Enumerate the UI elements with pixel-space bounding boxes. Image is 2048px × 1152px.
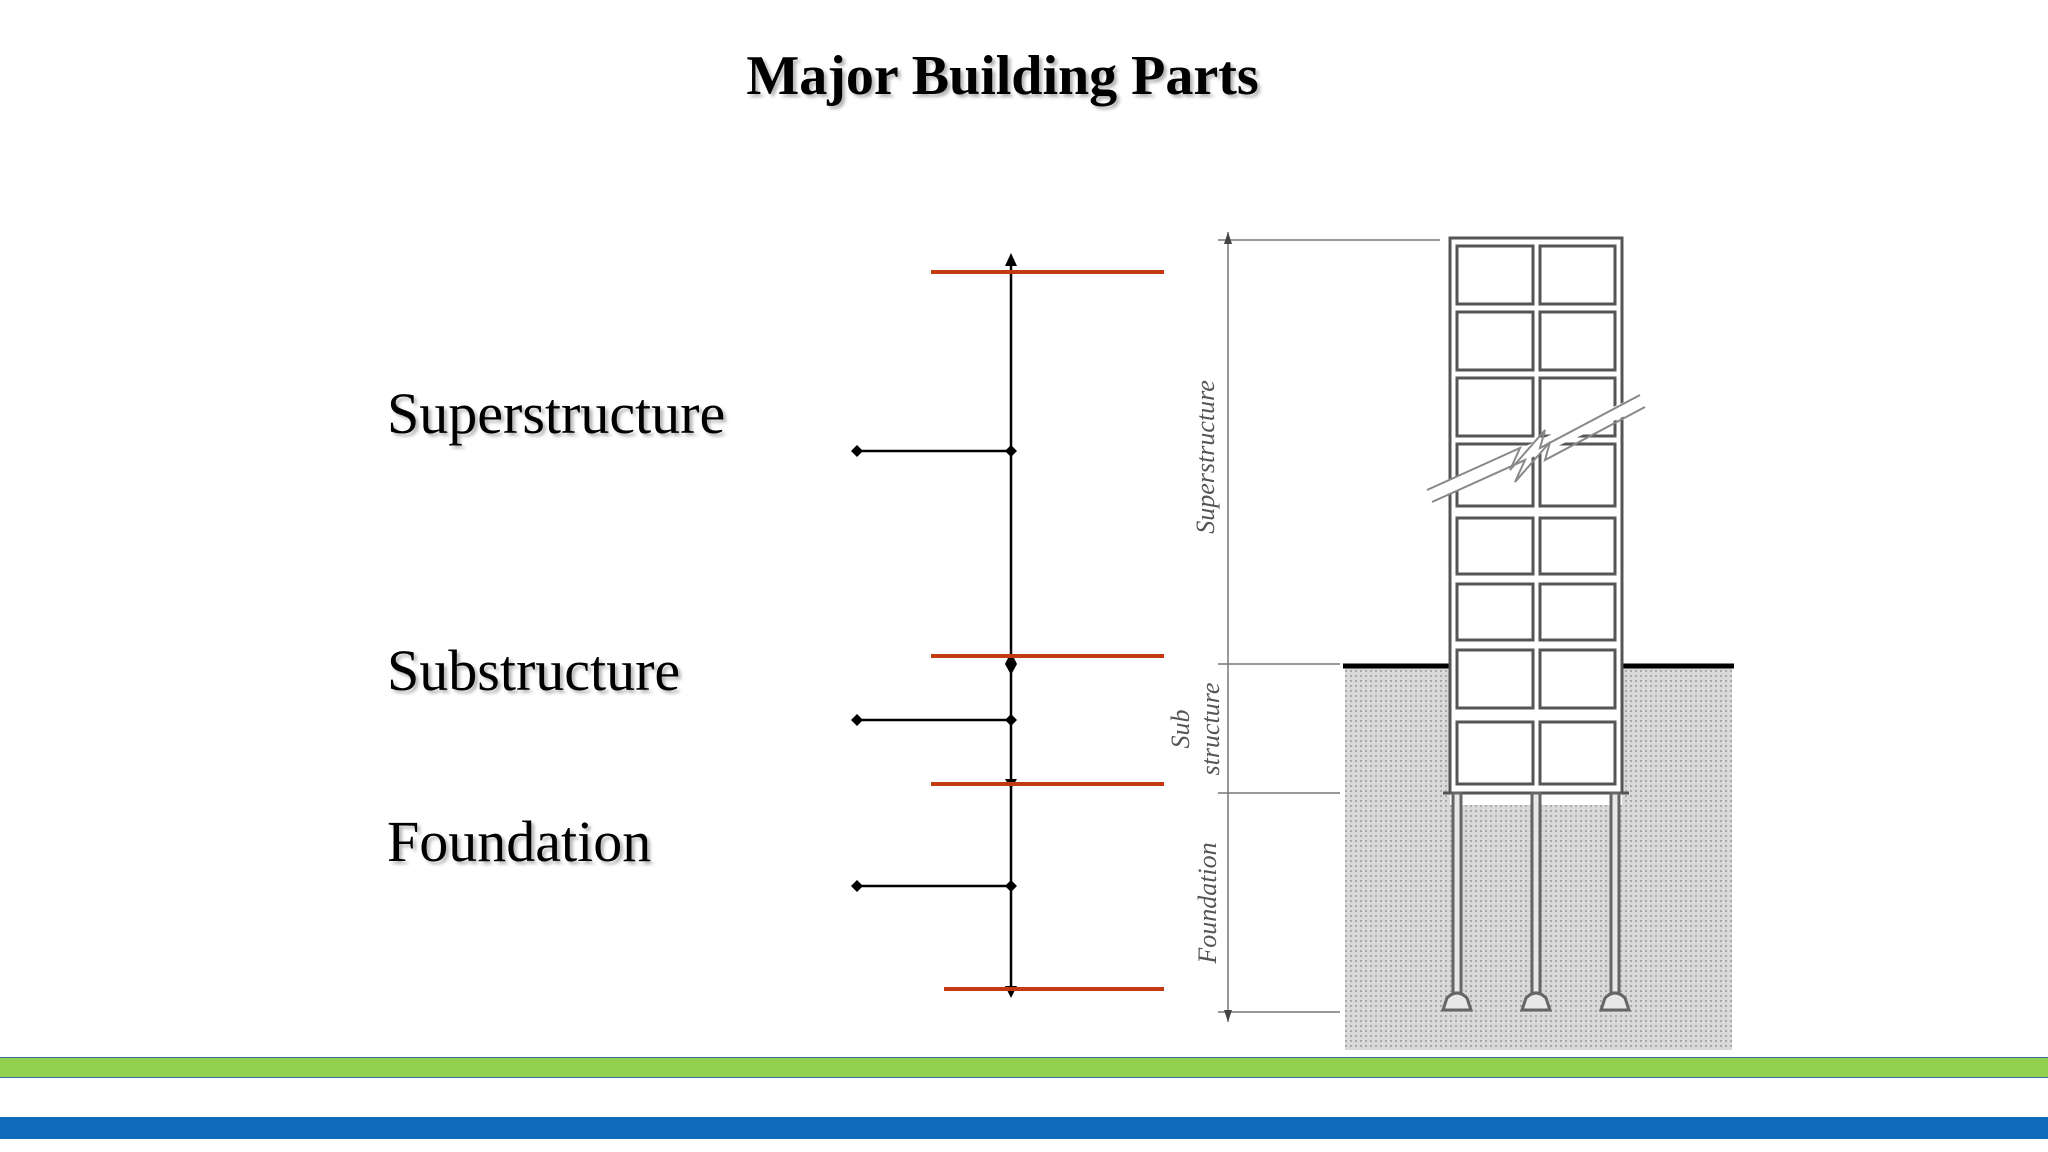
- arrow-up-icon: [1005, 253, 1017, 266]
- rotated-label-superstructure: Superstructure: [1191, 380, 1220, 534]
- building-illustration: Superstructure Sub structure Foundation: [1166, 232, 1734, 1050]
- footer-band-green: [0, 1057, 2048, 1078]
- divider-marker-icon: [1005, 652, 1017, 675]
- label-superstructure: Superstructure: [387, 381, 726, 446]
- footer-band-blue: [0, 1117, 2048, 1139]
- break-symbol: [1426, 394, 1646, 503]
- pointer-foundation: [851, 880, 1017, 892]
- rotated-label-structure: structure: [1196, 683, 1225, 776]
- dimension-lines: [1218, 232, 1440, 1022]
- pointer-substructure: [851, 714, 1017, 726]
- pointer-superstructure: [851, 445, 1017, 457]
- piles: [1440, 791, 1632, 1012]
- label-foundation: Foundation: [387, 809, 652, 874]
- rotated-label-foundation: Foundation: [1193, 842, 1222, 964]
- bracket-diagram: [851, 253, 1164, 998]
- label-substructure: Substructure: [387, 638, 681, 703]
- rotated-label-sub: Sub: [1166, 710, 1195, 749]
- slide-title: Major Building Parts: [746, 45, 1259, 107]
- building-frame: [1443, 236, 1629, 795]
